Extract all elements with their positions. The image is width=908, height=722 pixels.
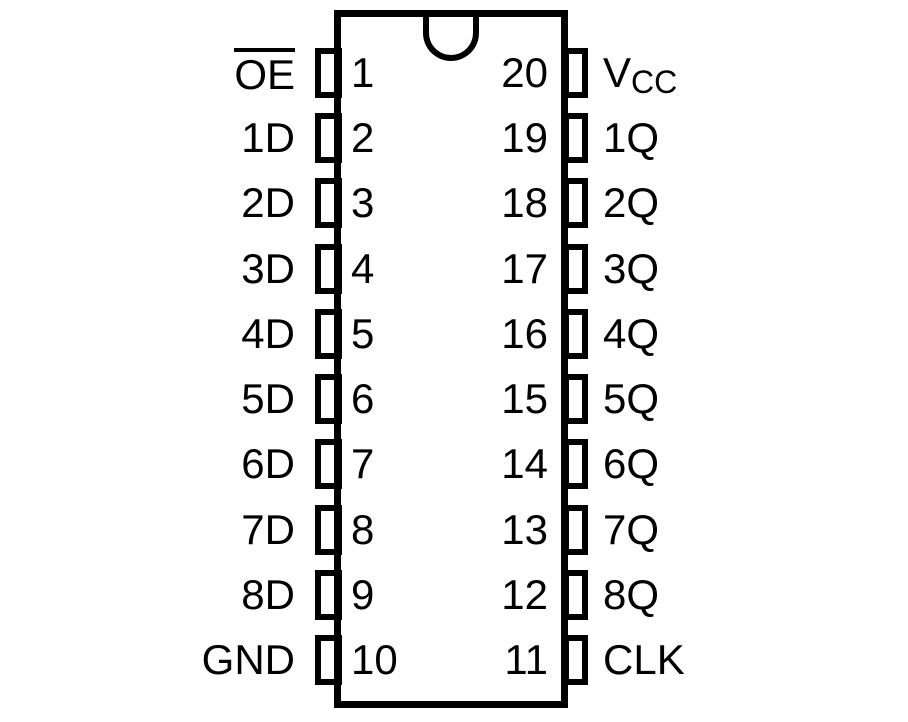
- pin-label-clk: CLK: [603, 635, 685, 683]
- pin-number-10: 10: [351, 635, 398, 683]
- pin-row-4-17: 3D 4 17 3Q: [0, 236, 908, 302]
- pin-number-14: 14: [501, 439, 548, 487]
- pin-label-6q: 6Q: [603, 439, 660, 487]
- pin-label-3q: 3Q: [603, 244, 660, 292]
- pin-stub-20: [561, 48, 588, 98]
- pin-stub-14: [561, 439, 588, 489]
- pin-label-8d: 8D: [241, 570, 295, 618]
- pin-number-16: 16: [501, 309, 548, 357]
- pin-numbers-10-11: 10 11: [342, 635, 561, 683]
- pin-stub-9: [315, 570, 342, 620]
- pin-stub-5: [315, 309, 342, 359]
- pin-numbers-9-12: 9 12: [342, 570, 561, 618]
- pin-label-5d: 5D: [241, 374, 295, 422]
- pin-row-1-20: OE 1 20 VCC: [0, 40, 908, 106]
- index-notch: [423, 17, 479, 61]
- oe-overline-text: OE: [234, 47, 295, 96]
- pin-row-3-18: 2D 3 18 2Q: [0, 170, 908, 236]
- pin-numbers-2-19: 2 19: [342, 113, 561, 161]
- pin-number-9: 9: [351, 570, 375, 618]
- pin-number-3: 3: [351, 178, 375, 226]
- pin-number-7: 7: [351, 439, 375, 487]
- pin-numbers-4-17: 4 17: [342, 244, 561, 292]
- pin-stub-10: [315, 635, 342, 685]
- pin-stub-11: [561, 635, 588, 685]
- pin-stub-13: [561, 505, 588, 555]
- vcc-sub-text: CC: [631, 63, 678, 100]
- pin-label-3d: 3D: [241, 244, 295, 292]
- pin-number-2: 2: [351, 113, 375, 161]
- pin-number-4: 4: [351, 244, 375, 292]
- pin-number-6: 6: [351, 374, 375, 422]
- pin-stub-2: [315, 113, 342, 163]
- pin-stub-16: [561, 309, 588, 359]
- pin-label-2d: 2D: [241, 178, 295, 226]
- pin-label-7d: 7D: [241, 505, 295, 553]
- pin-row-10-11: GND 10 11 CLK: [0, 627, 908, 693]
- pin-stub-17: [561, 244, 588, 294]
- pin-stub-8: [315, 505, 342, 555]
- pin-number-5: 5: [351, 309, 375, 357]
- pin-stub-3: [315, 178, 342, 228]
- chip-body: [334, 10, 568, 708]
- pin-number-19: 19: [501, 113, 548, 161]
- pin-numbers-8-13: 8 13: [342, 505, 561, 553]
- pin-stub-18: [561, 178, 588, 228]
- pin-number-20: 20: [501, 48, 548, 96]
- pin-label-2q: 2Q: [603, 178, 660, 226]
- pin-label-oe: OE: [0, 47, 315, 98]
- pin-numbers-7-14: 7 14: [342, 439, 561, 487]
- pin-number-13: 13: [501, 505, 548, 553]
- pin-number-11: 11: [504, 635, 548, 683]
- pin-number-12: 12: [501, 570, 548, 618]
- pin-numbers-5-16: 5 16: [342, 309, 561, 357]
- pin-stub-1: [315, 48, 342, 98]
- pin-label-1q: 1Q: [603, 113, 660, 161]
- pin-label-7q: 7Q: [603, 505, 660, 553]
- pin-label-5q: 5Q: [603, 374, 660, 422]
- pin-stub-19: [561, 113, 588, 163]
- pin-label-6d: 6D: [241, 439, 295, 487]
- pin-row-6-15: 5D 6 15 5Q: [0, 366, 908, 432]
- pin-stub-6: [315, 374, 342, 424]
- pin-row-8-13: 7D 8 13 7Q: [0, 497, 908, 563]
- pin-label-4q: 4Q: [603, 309, 660, 357]
- pin-number-8: 8: [351, 505, 375, 553]
- pin-numbers-3-18: 3 18: [342, 178, 561, 226]
- pin-number-18: 18: [501, 178, 548, 226]
- pin-stub-12: [561, 570, 588, 620]
- pin-numbers-1-20: 1 20: [342, 48, 561, 96]
- pin-stub-15: [561, 374, 588, 424]
- vcc-main-text: V: [603, 48, 632, 96]
- pin-label-gnd: GND: [201, 635, 295, 683]
- pin-stub-4: [315, 244, 342, 294]
- pin-stub-7: [315, 439, 342, 489]
- pin-numbers-6-15: 6 15: [342, 374, 561, 422]
- pin-row-5-16: 4D 5 16 4Q: [0, 301, 908, 367]
- pin-number-15: 15: [501, 374, 548, 422]
- pin-label-8q: 8Q: [603, 570, 660, 618]
- pin-label-1d: 1D: [241, 113, 295, 161]
- pin-row-9-12: 8D 9 12 8Q: [0, 562, 908, 628]
- pin-row-7-14: 6D 7 14 6Q: [0, 431, 908, 497]
- pin-label-4d: 4D: [241, 309, 295, 357]
- pin-number-17: 17: [501, 244, 548, 292]
- pin-number-1: 1: [351, 48, 375, 96]
- pin-label-vcc: VCC: [588, 48, 908, 98]
- pin-row-2-19: 1D 2 19 1Q: [0, 105, 908, 171]
